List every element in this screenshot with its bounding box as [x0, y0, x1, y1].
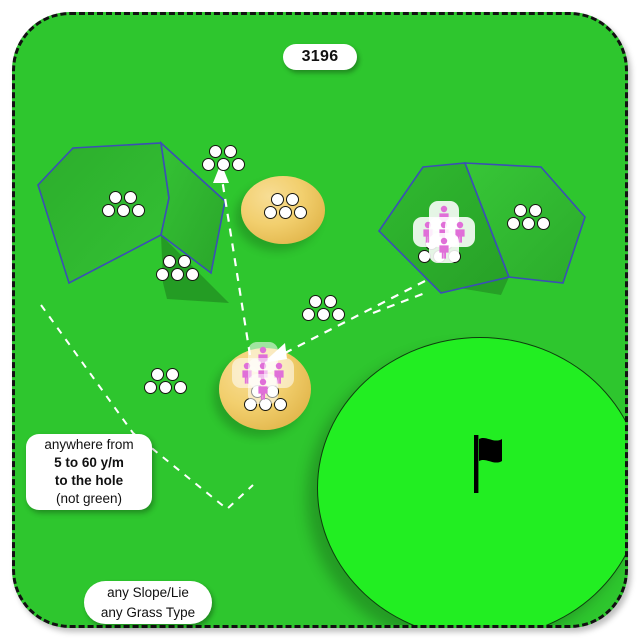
golf-ball-icon [279, 206, 292, 219]
golf-ball-icon [151, 368, 164, 381]
golf-ball-icon [324, 295, 337, 308]
golf-ball-icon [202, 158, 215, 171]
golf-ball-icon [232, 158, 245, 171]
ball-cluster[interactable] [102, 191, 146, 221]
arrow-stub [372, 291, 426, 315]
shot-id-text: 3196 [301, 48, 339, 65]
golf-ball-icon [317, 308, 330, 321]
golf-ball-icon [209, 145, 222, 158]
golf-ball-icon [117, 204, 130, 217]
golf-ball-icon [159, 381, 172, 394]
player-figure-icon [248, 374, 278, 404]
golf-ball-icon [507, 217, 520, 230]
player-cluster-rough[interactable] [413, 201, 475, 263]
distance-info-box: anywhere from 5 to 60 y/m to the hole (n… [26, 434, 152, 510]
conditions-line-2: any Grass Type [100, 604, 196, 620]
golf-ball-icon [186, 268, 199, 281]
rough-polygon-left[interactable] [33, 140, 263, 323]
putting-green[interactable] [317, 337, 625, 625]
shot-id-label: 3196 [283, 44, 357, 70]
play-area [12, 12, 628, 628]
golf-ball-icon [144, 381, 157, 394]
ball-cluster[interactable] [202, 145, 246, 175]
boundary-dashed-line [40, 304, 254, 511]
golf-ball-icon [302, 308, 315, 321]
conditions-label: any Slope/Lie any Grass Type [84, 581, 212, 624]
ball-cluster[interactable] [156, 255, 200, 285]
golf-ball-icon [178, 255, 191, 268]
golf-ball-icon [264, 206, 277, 219]
golf-ball-icon [102, 204, 115, 217]
golf-ball-icon [274, 398, 287, 411]
ball-cluster[interactable] [507, 204, 551, 234]
ball-cluster[interactable] [264, 193, 308, 223]
golf-ball-icon [156, 268, 169, 281]
info-line-4: (not green) [55, 490, 123, 506]
golf-ball-icon [537, 217, 550, 230]
golf-ball-icon [166, 368, 179, 381]
conditions-line-1: any Slope/Lie [107, 584, 189, 600]
golf-ball-icon [332, 308, 345, 321]
golf-ball-icon [294, 206, 307, 219]
ball-cluster[interactable] [144, 368, 188, 398]
golf-ball-icon [132, 204, 145, 217]
golf-ball-icon [163, 255, 176, 268]
golf-ball-icon [174, 381, 187, 394]
golf-ball-icon [309, 295, 322, 308]
golf-ball-icon [109, 191, 122, 204]
golf-ball-icon [171, 268, 184, 281]
golf-ball-icon [224, 145, 237, 158]
info-line-3: to the hole [54, 473, 124, 488]
info-line-2: 5 to 60 y/m [54, 455, 124, 471]
player-cluster-bunker[interactable] [232, 342, 294, 404]
golf-ball-icon [217, 158, 230, 171]
player-figure-icon [429, 233, 459, 263]
info-line-1: anywhere from [44, 437, 134, 453]
golf-ball-icon [124, 191, 137, 204]
ball-cluster[interactable] [302, 295, 346, 325]
golf-ball-icon [514, 204, 527, 217]
golf-ball-icon [271, 193, 284, 206]
golf-ball-icon [529, 204, 542, 217]
golf-ball-icon [522, 217, 535, 230]
arrow-up [213, 163, 252, 356]
golf-ball-icon [286, 193, 299, 206]
flag-icon [466, 433, 512, 495]
